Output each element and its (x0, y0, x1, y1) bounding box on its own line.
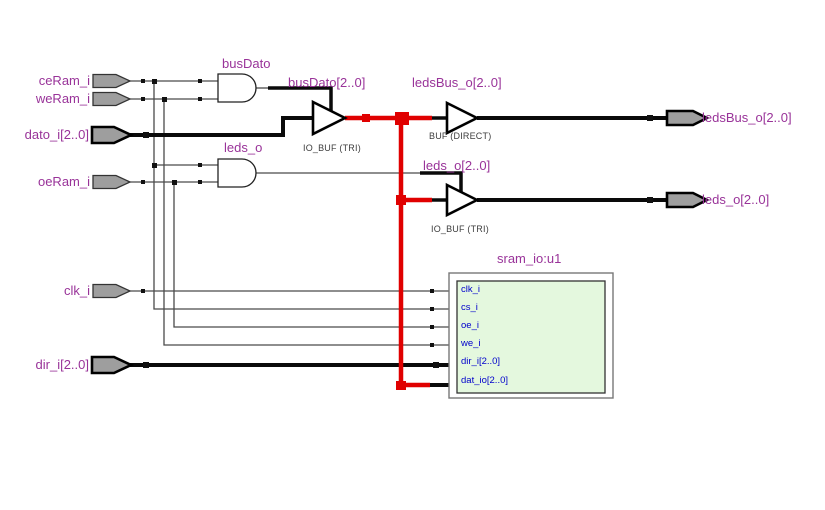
cell-label-iobuf1: IO_BUF (TRI) (303, 143, 361, 153)
wire-weram-to-we[interactable] (163, 99, 457, 346)
output-port-ledso-icon[interactable] (665, 191, 710, 209)
output-port-ledsbus-icon[interactable] (665, 109, 710, 127)
gate-label-busdato: busDato (222, 56, 271, 71)
input-label-weram: weRam_i (35, 91, 90, 106)
wire-oeram-to-oe[interactable] (173, 182, 457, 328)
input-label-ceram: ceRam_i (38, 73, 90, 88)
block-port-dir: dir_i[2..0] (461, 356, 501, 367)
output-label-ledsbus: ledsBus_o[2..0] (702, 110, 792, 125)
input-port-ceram-icon[interactable] (92, 73, 132, 89)
input-label-dato: dato_i[2..0] (24, 127, 89, 142)
gate-label-ledso: leds_o (224, 140, 263, 155)
block-title: sram_io:u1 (497, 251, 562, 266)
cell-label-bufdirect: BUF (DIRECT) (429, 131, 492, 141)
input-port-dir-icon[interactable] (90, 355, 135, 375)
net-busdato-enable[interactable] (268, 86, 333, 112)
input-port-clk-icon[interactable] (92, 283, 132, 299)
block-port-oe: oe_i (461, 320, 479, 331)
input-port-dato-icon[interactable] (90, 125, 135, 145)
and-gate-ledso[interactable] (217, 158, 257, 188)
block-port-cs: cs_i (461, 302, 478, 313)
net-label-ledsbus: ledsBus_o[2..0] (412, 75, 502, 90)
and-gate-busdato[interactable] (217, 73, 257, 103)
bus-dato-to-iobuf[interactable] (130, 116, 313, 137)
buf-direct-ledsbus[interactable] (445, 100, 480, 136)
input-port-oeram-icon[interactable] (92, 174, 132, 190)
sram-block-body[interactable] (456, 280, 606, 394)
input-label-oeram: oeRam_i (37, 174, 90, 189)
net-label-ledso-bus: leds_o[2..0] (423, 158, 491, 173)
rednet-junction-2[interactable] (396, 195, 406, 205)
cell-label-iobuf2: IO_BUF (TRI) (431, 224, 489, 234)
rednet-junction-1[interactable] (395, 112, 409, 125)
input-label-clk: clk_i (63, 283, 90, 298)
block-port-datio: dat_io[2..0] (461, 375, 509, 386)
input-port-weram-icon[interactable] (92, 91, 132, 107)
selected-net-datio[interactable] (345, 112, 432, 390)
net-label-busdato-bus: busDato[2..0] (288, 75, 366, 90)
block-port-we: we_i (461, 338, 481, 349)
junction-dots (141, 79, 653, 368)
iobuf-tri-busdato[interactable] (311, 99, 348, 137)
output-label-ledso: leds_o[2..0] (702, 192, 770, 207)
scalar-wires[interactable] (130, 80, 457, 346)
block-port-clk: clk_i (461, 284, 481, 295)
net-ledso-enable[interactable] (420, 171, 463, 193)
iobuf-tri-ledso[interactable] (445, 182, 480, 218)
rednet-junction-3[interactable] (362, 114, 370, 122)
rednet-junction-4[interactable] (396, 381, 406, 390)
wire-ceram-to-cs[interactable] (153, 81, 457, 310)
input-label-dir: dir_i[2..0] (35, 357, 89, 372)
